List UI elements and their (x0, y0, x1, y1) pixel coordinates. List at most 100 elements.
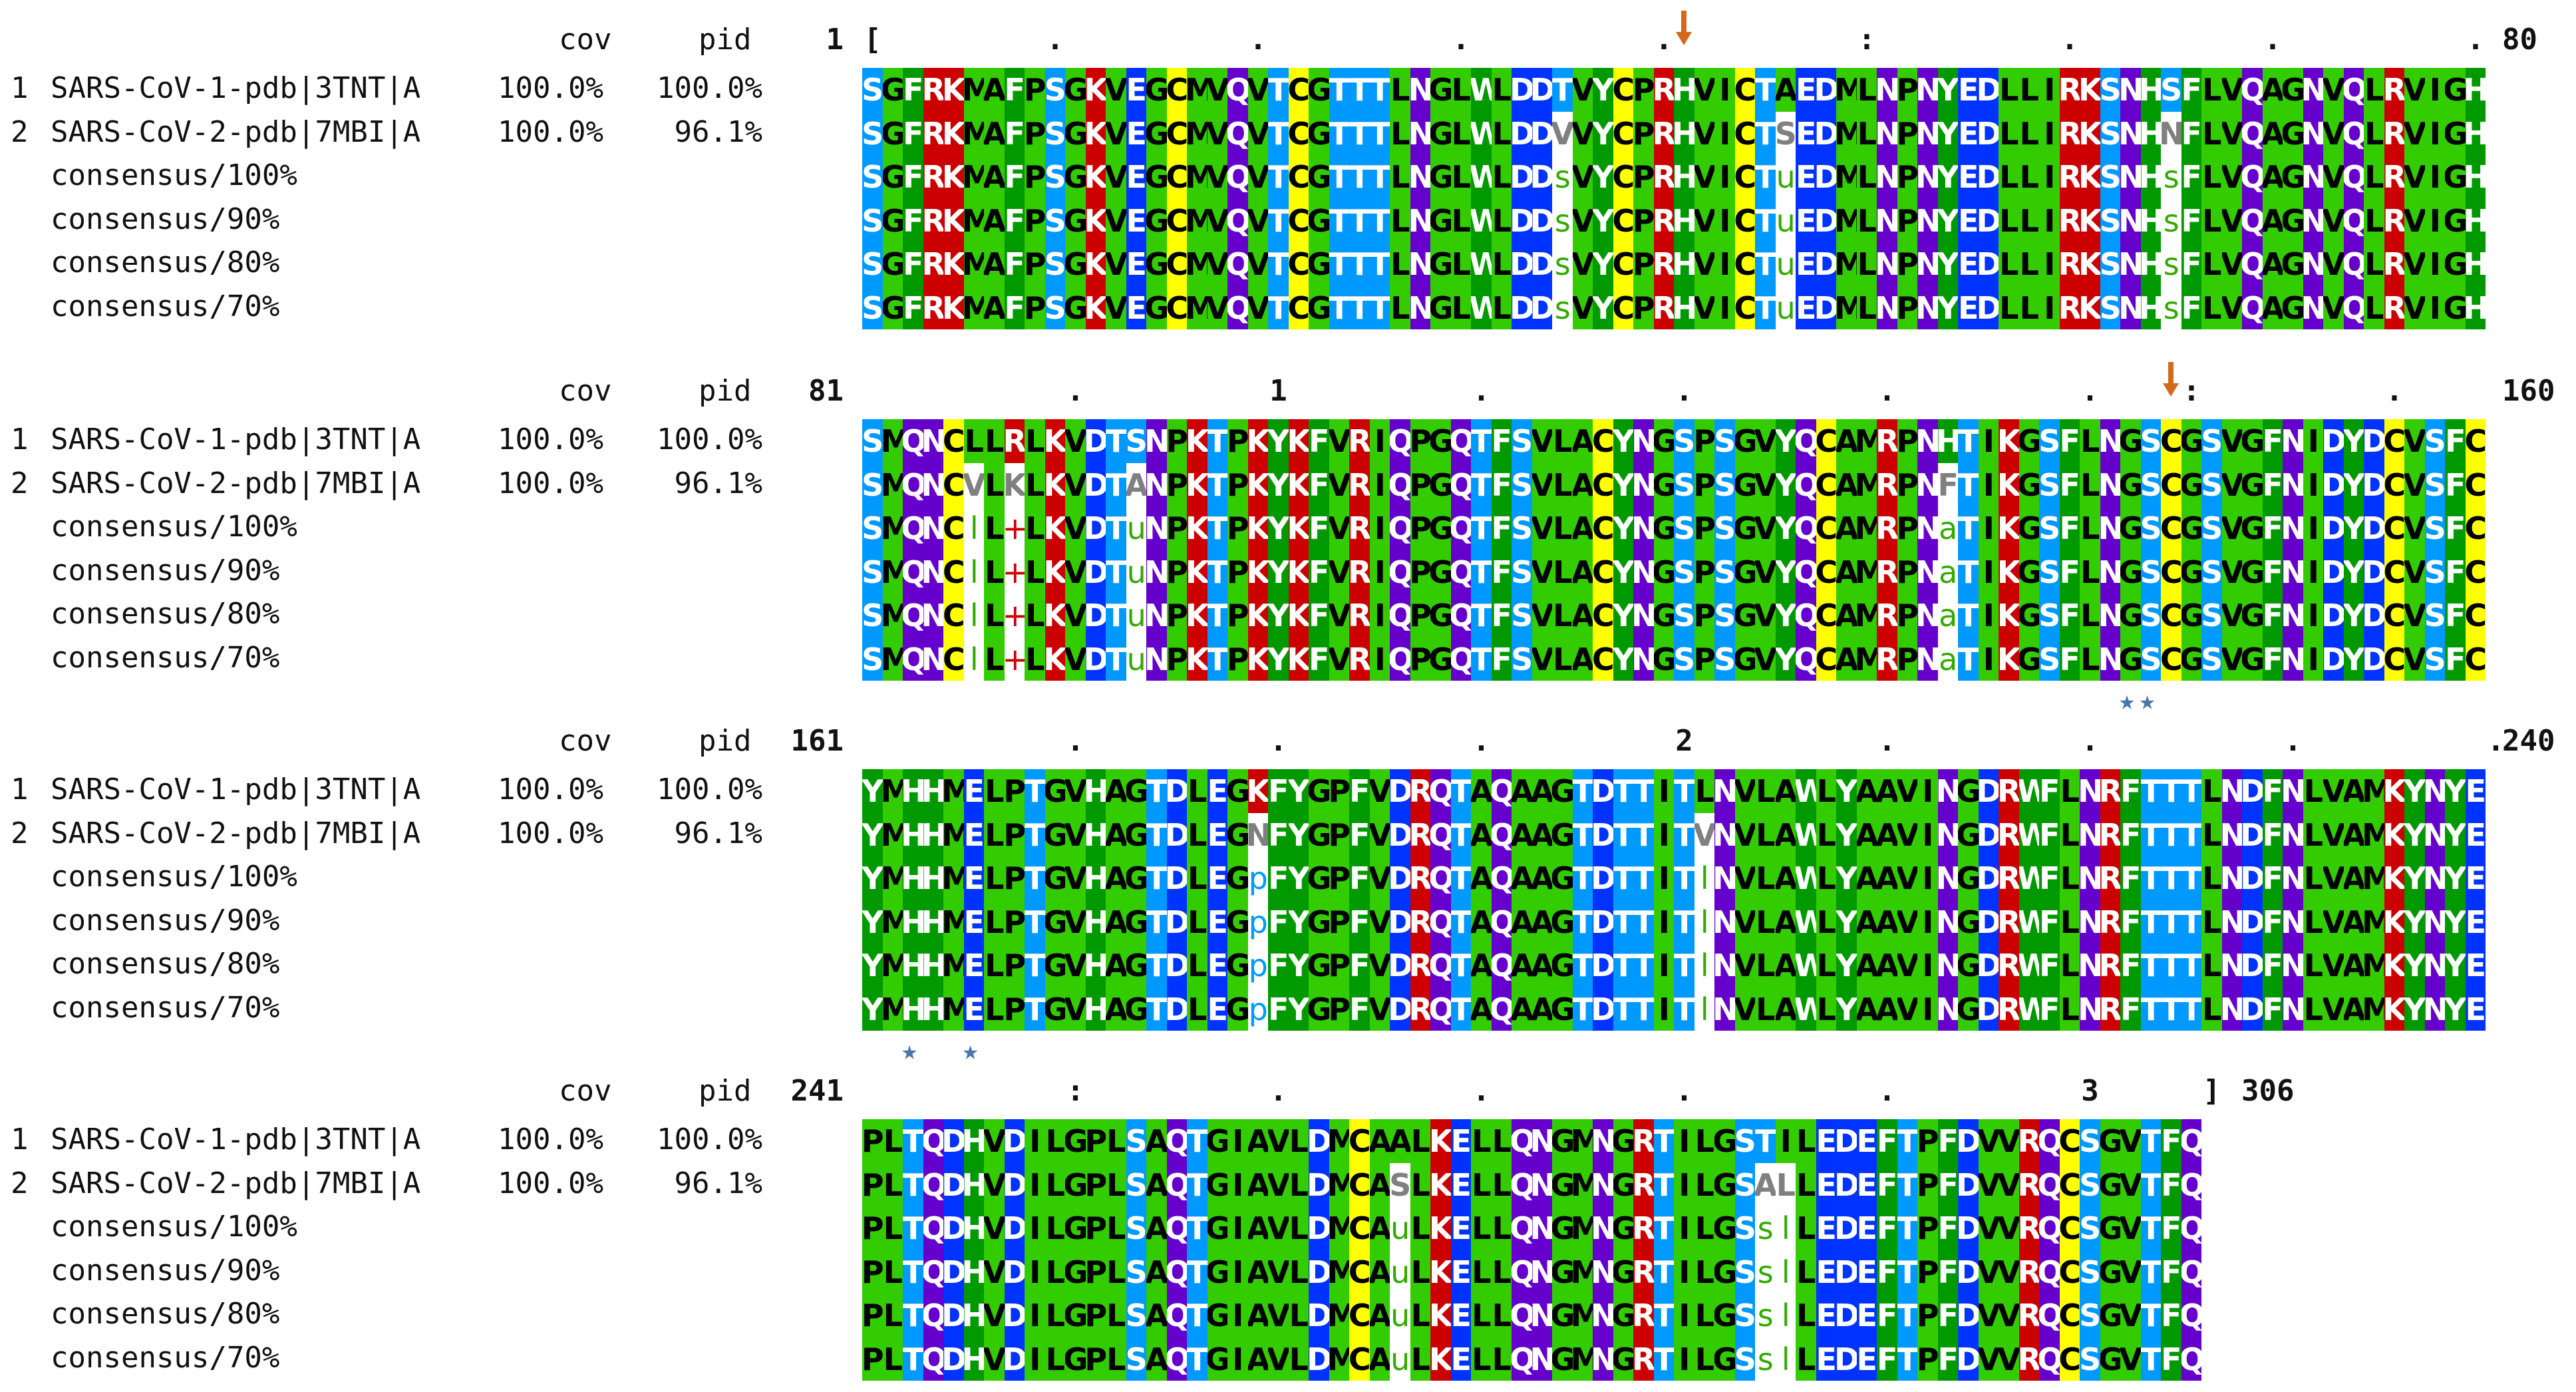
residue-cell: Y (1593, 155, 1613, 199)
residue-cell: G (1430, 594, 1451, 637)
residue-cell: A (1146, 1119, 1167, 1163)
residue-cell: N (2221, 812, 2242, 856)
sequence-name[interactable]: SARS-CoV-2-pdb|7MBI|A (51, 114, 421, 149)
residue-cell: F (2262, 900, 2283, 944)
residue-cell: C (1349, 1337, 1370, 1381)
residue-cell: Q (1450, 550, 1471, 594)
residue-cell: C (943, 506, 964, 550)
residue-cell: D (1531, 68, 1552, 112)
residue-cell: Q (1512, 1119, 1532, 1163)
residue-cell: L (882, 1294, 903, 1337)
sequence-name[interactable]: SARS-CoV-1-pdb|3TNT|A (51, 71, 421, 105)
residue-cell: T (1369, 155, 1390, 199)
sequence-name[interactable]: consensus/100% (51, 510, 297, 544)
sequence-name[interactable]: SARS-CoV-2-pdb|7MBI|A (51, 1166, 421, 1200)
residue-cell: M (1329, 1162, 1349, 1206)
residue-cell: L (1999, 242, 2019, 286)
residue-cell: N (923, 462, 943, 506)
sequence-name[interactable]: consensus/80% (51, 246, 280, 279)
sequence-name[interactable]: SARS-CoV-1-pdb|3TNT|A (51, 773, 421, 806)
residue-cell: N (2080, 987, 2100, 1031)
sequence-name[interactable]: consensus/100% (51, 1210, 297, 1244)
sequence-name[interactable]: consensus/90% (51, 903, 280, 938)
residue-cell: Q (1227, 111, 1248, 155)
residue-cell: T (1349, 242, 1370, 286)
sequence-name[interactable]: consensus/80% (51, 947, 280, 981)
residue-cell: G (1714, 1294, 1735, 1337)
sequence-name[interactable]: consensus/100% (51, 158, 297, 192)
residue-cell: T (2140, 1250, 2161, 1294)
sequence-name[interactable]: SARS-CoV-1-pdb|3TNT|A (51, 423, 421, 456)
residue-cell: P (1694, 550, 1714, 594)
residue-cell: N (1146, 419, 1167, 463)
sequence-name[interactable]: consensus/90% (51, 1253, 280, 1288)
sequence-name[interactable]: consensus/90% (51, 553, 280, 588)
sequence-name[interactable]: consensus/80% (51, 1297, 280, 1331)
residue-cell: D (943, 1337, 964, 1381)
residue-cell: S (2080, 1250, 2100, 1294)
sequence-name[interactable]: consensus/70% (51, 640, 280, 675)
residue-cell: N (1633, 506, 1654, 550)
sequence-name[interactable]: consensus/70% (51, 990, 280, 1025)
residue-cell: u (1126, 550, 1146, 594)
residue-cell: N (1593, 1294, 1613, 1337)
residue-cell: R (1633, 1206, 1654, 1250)
residue-cell: I (2303, 594, 2323, 637)
residue-cell: H (1085, 944, 1106, 987)
residue-cell: M (2364, 987, 2384, 1031)
residue-cell: F (1937, 1250, 1958, 1294)
sequence-name[interactable]: consensus/70% (51, 1340, 280, 1375)
residue-cell: V (1329, 594, 1349, 637)
residue-cell: V (1329, 637, 1349, 681)
residue-cell: Y (1836, 944, 1857, 987)
residue-cell: T (1755, 285, 1776, 329)
residue-cell: V (1978, 1294, 1999, 1337)
residue-cell: F (1937, 1337, 1958, 1381)
residue-cell: A (1836, 419, 1857, 463)
residue-cell: F (1004, 68, 1025, 112)
residue-cell: E (1207, 987, 1227, 1031)
sequence-name[interactable]: consensus/90% (51, 202, 280, 236)
residue-cell: u (1390, 1337, 1410, 1381)
sequence-name[interactable]: consensus/80% (51, 597, 280, 631)
residue-cell: T (1207, 637, 1227, 681)
residue-cell: I (1714, 242, 1735, 286)
residue-cell: E (1450, 1119, 1471, 1163)
residue-cell: S (1512, 462, 1532, 506)
residue-cell: L (984, 769, 1005, 813)
residue-cell: R (1653, 111, 1674, 155)
residue-cell: E (1856, 1337, 1877, 1381)
residue-cell: A (1106, 900, 1126, 944)
residue-cell: Y (1937, 285, 1958, 329)
sequence-name[interactable]: SARS-CoV-2-pdb|7MBI|A (51, 816, 421, 850)
residue-cell: Q (1430, 769, 1451, 813)
residue-cell: A (1572, 506, 1593, 550)
residue-cell: D (2364, 419, 2384, 463)
residue-cell: S (2201, 594, 2222, 637)
residue-cell: P (862, 1206, 883, 1250)
residue-cell: G (2242, 462, 2263, 506)
residue-cell: A (1512, 812, 1532, 856)
residue-cell: L (1390, 68, 1410, 112)
sequence-name[interactable]: consensus/70% (51, 289, 280, 323)
residue-cell: R (1999, 987, 2019, 1031)
residue-cell: D (1309, 1162, 1329, 1206)
residue-cell: F (1349, 900, 1370, 944)
residue-cell: l (1775, 1250, 1796, 1294)
sequence-name[interactable]: SARS-CoV-1-pdb|3TNT|A (51, 1123, 421, 1156)
residue-cell: T (1572, 812, 1593, 856)
residue-cell: D (1978, 111, 1999, 155)
residue-cell: T (1025, 944, 1045, 987)
residue-cell: K (943, 242, 964, 286)
residue-cell: A (1471, 856, 1492, 900)
residue-cell: L (2201, 769, 2222, 813)
residue-cell: F (2181, 68, 2201, 112)
residue-cell: F (903, 285, 923, 329)
sequence-name[interactable]: consensus/100% (51, 860, 297, 894)
residue-cell: P (1166, 637, 1187, 681)
sequence-name[interactable]: SARS-CoV-2-pdb|7MBI|A (51, 466, 421, 500)
percent-identity-value: 96.1% (674, 114, 762, 149)
residue-cell: I (1653, 769, 1674, 813)
residue-cell: Q (1227, 155, 1248, 199)
